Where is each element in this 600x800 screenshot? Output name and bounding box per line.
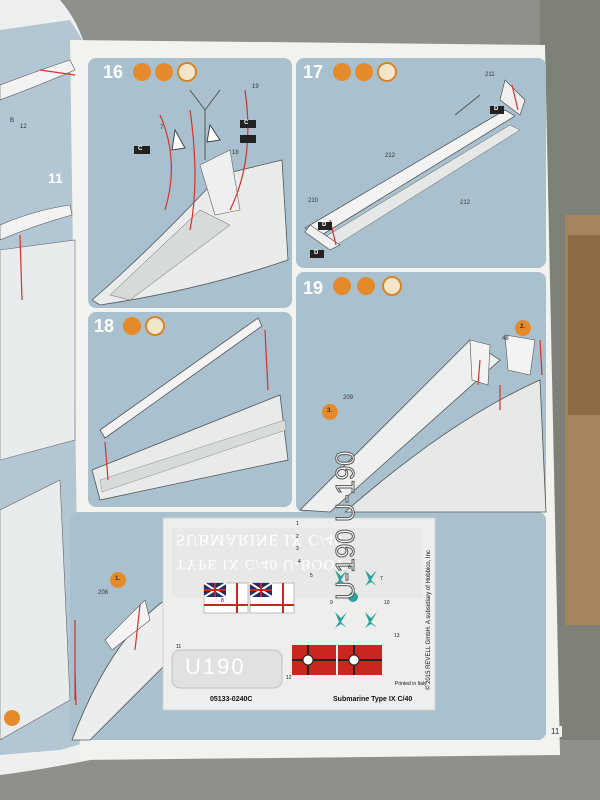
decal-number: 9 bbox=[330, 600, 333, 606]
decal-number: 11 bbox=[176, 644, 182, 650]
decal-code: 05133-0240C bbox=[210, 696, 253, 703]
hull-id-decal bbox=[171, 649, 283, 689]
decal-text-line1: SUBMARINE IX C/40 bbox=[176, 531, 344, 548]
callout-3: 3. bbox=[327, 408, 333, 414]
part-209-label: 209 bbox=[343, 395, 354, 401]
decal-number: 5 bbox=[310, 573, 313, 579]
page-number: 11 bbox=[548, 726, 563, 737]
marker-d-2: D bbox=[314, 250, 319, 256]
callout-2: 2. bbox=[520, 324, 526, 330]
decal-number: 12 bbox=[286, 675, 292, 681]
decal-number: 10 bbox=[384, 600, 390, 606]
decal-number: 13 bbox=[394, 633, 400, 639]
decal-number: 2 bbox=[296, 534, 299, 540]
left-part-num: 12 bbox=[20, 124, 27, 130]
decal-number: 4 bbox=[298, 559, 301, 565]
decal-hull-id: U190 bbox=[185, 654, 246, 679]
step-icons bbox=[4, 62, 531, 726]
decal-printed-in: Printed in Italy bbox=[395, 681, 427, 687]
step-17-number: 17 bbox=[303, 62, 324, 82]
part-b212-label: 212 bbox=[460, 200, 471, 206]
marker-c-2: C bbox=[244, 120, 249, 126]
left-part-ref: B bbox=[10, 118, 15, 124]
decal-number: 1 bbox=[296, 521, 299, 527]
marker-c-1: C bbox=[138, 146, 143, 152]
decal-number: 7 bbox=[380, 576, 383, 582]
part-a211-label: 211 bbox=[485, 72, 495, 78]
decal-number: 3 bbox=[296, 546, 299, 552]
teal-emblem-decals bbox=[335, 570, 377, 628]
decal-title: Submarine Type IX C/40 bbox=[333, 696, 413, 703]
step-16-number: 16 bbox=[103, 62, 124, 82]
decal-copyright: © 2015 REVELL GmbH. A subsidiary of Hobb… bbox=[426, 550, 432, 690]
part-b18-label: 18 bbox=[232, 150, 239, 156]
marker-d-1: D bbox=[494, 106, 499, 112]
decal-text-line2: TYPE IX C/40 U-BOOT bbox=[176, 556, 346, 572]
part-a212-label: 212 bbox=[385, 153, 396, 159]
decal-vertical-name: U-190 U-190 bbox=[330, 451, 361, 601]
part-a210-label: 210 bbox=[308, 198, 319, 204]
part-b19-label: 19 bbox=[252, 84, 259, 90]
callout-1: 1. bbox=[115, 576, 121, 582]
left-step-number: 11 bbox=[48, 170, 63, 186]
part-48-label: 48 bbox=[502, 336, 509, 342]
step-19-number: 19 bbox=[303, 278, 324, 298]
step-18-number: 18 bbox=[94, 316, 115, 336]
part-208-label: 208 bbox=[98, 590, 109, 596]
decal-number: 6 bbox=[348, 565, 351, 571]
part-e7-label: 7 bbox=[160, 125, 164, 131]
decal-number: 8 bbox=[221, 598, 224, 604]
marker-d-3: D bbox=[322, 222, 327, 228]
